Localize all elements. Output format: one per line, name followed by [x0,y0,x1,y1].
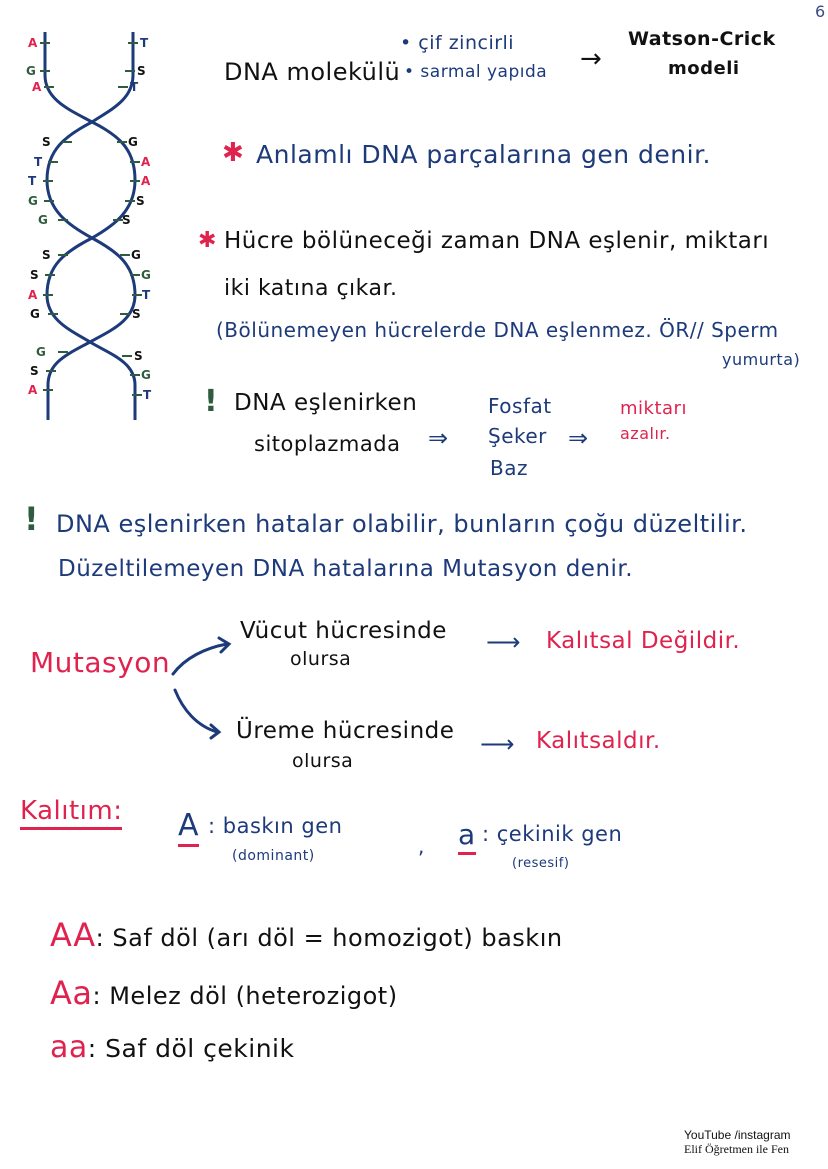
star-icon: ✱ [222,138,245,168]
branch-arrows-icon [171,636,232,740]
replication-result-line-2: azalır. [620,424,671,443]
helix-base-label: A [28,288,38,302]
genotype-description: : Saf döl (arı döl = homozigot) baskın [95,924,563,952]
helix-base-label: G [128,135,138,149]
dna-molecule-title: DNA molekülü [224,58,401,86]
genotype-row: Aa: Melez döl (heterozigot) [50,974,398,1012]
genotype-description: : Saf döl çekinik [87,1034,295,1063]
helix-base-label: S [136,194,145,208]
replication-line-1: DNA eşlenirken [234,390,418,416]
helix-base-label: A [28,383,38,397]
helix-base-label: A [141,174,151,188]
helix-base-label: G [28,194,38,208]
star-icon: ✱ [198,228,217,253]
helix-base-label: T [140,36,149,50]
mutation-branch2-result: Kalıtsaldır. [536,728,661,754]
helix-base-label: S [42,135,51,149]
double-arrow-icon: ⇒ [428,424,449,452]
genotype-symbol: AA [50,916,96,954]
right-arrow-icon: ⟶ [480,730,515,758]
helix-base-label: S [134,349,143,363]
dominant-allele-sub: (dominant) [232,848,315,864]
genotype-description: : Melez döl (heterozigot) [92,982,398,1010]
helix-base-label: S [132,307,141,321]
helix-base-label: S [30,364,39,378]
mutation-branch1-line-2: olursa [290,648,352,670]
double-arrow-icon: ⇒ [568,424,589,452]
watson-crick-label: Watson-Crick [628,28,776,50]
helix-base-label: G [36,345,46,359]
helix-base-label: T [34,155,43,169]
helix-base-label: A [32,80,42,94]
footer-author: Elif Öğretmen ile Fen [684,1142,789,1156]
error-line-1: DNA eşlenirken hatalar olabilir, bunları… [56,510,748,538]
dna-bullet-helical: • sarmal yapıda [404,62,548,82]
helix-base-label: G [30,307,40,321]
right-arrow-icon: → [580,44,603,74]
separator: , [418,834,425,858]
dominant-allele-label: : baskın gen [208,814,343,838]
recessive-allele-label: : çekinik gen [482,822,623,846]
exclamation-icon: ! [24,500,40,538]
replication-result-line-1: miktarı [620,398,687,419]
gene-definition-text: Anlamlı DNA parçalarına gen denir. [256,140,712,169]
footer-social: YouTube /instagram [684,1128,791,1142]
right-arrow-icon: ⟶ [486,628,521,656]
division-line-1: Hücre bölüneceği zaman DNA eşlenir, mikt… [224,228,770,254]
dominant-allele-symbol: A [178,808,200,847]
mutation-branch2-line-2: olursa [292,750,354,772]
recessive-allele-sub: (resesif) [512,856,570,871]
dna-helix-icon [40,32,142,420]
division-paren-line-1: (Bölünemeyen hücrelerde DNA eşlenmez. ÖR… [216,318,779,342]
helix-base-label: A [28,36,38,50]
helix-base-label: G [26,64,36,78]
helix-base-label: S [122,213,131,227]
mutation-branch1-line-1: Vücut hücresinde [240,618,447,644]
page-number: 6 [815,2,826,21]
replication-item-phosphate: Fosfat [488,394,552,418]
helix-base-label: T [143,388,152,402]
division-paren-line-2: yumurta) [722,350,801,369]
helix-base-label: T [130,80,139,94]
replication-item-sugar: Şeker [488,424,547,448]
dna-helix-diagram: A G A S T T G G S S A G G S A T S T G A … [0,0,200,420]
mutation-root: Mutasyon [30,646,171,679]
genotype-symbol: aa [50,1030,88,1065]
helix-base-label: T [142,288,151,302]
helix-base-label: G [141,368,151,382]
helix-base-label: S [137,64,146,78]
genotype-row: AA: Saf döl (arı döl = homozigot) baskın [50,916,563,954]
division-line-2: iki katına çıkar. [224,276,398,301]
replication-item-base: Baz [490,456,528,480]
error-line-2: Düzeltilemeyen DNA hatalarına Mutasyon d… [58,556,634,582]
exclamation-icon: ! [204,384,219,419]
mutation-branch2-line-1: Üreme hücresinde [236,718,455,744]
replication-line-2: sitoplazmada [254,432,401,456]
inheritance-title: Kalıtım: [20,796,123,830]
helix-base-label: A [141,155,151,169]
genotype-symbol: Aa [50,974,93,1012]
mutation-branch1-result: Kalıtsal Değildir. [546,628,741,654]
helix-base-label: S [30,268,39,282]
helix-base-label: S [42,248,51,262]
helix-base-label: T [28,174,37,188]
helix-base-label: G [38,213,48,227]
genotype-row: aa: Saf döl çekinik [50,1030,294,1065]
dna-bullet-double-strand: • çif zincirli [400,32,515,54]
helix-base-label: G [141,268,151,282]
helix-base-label: G [131,248,141,262]
model-label: modeli [668,58,740,79]
recessive-allele-symbol: a [458,818,476,855]
